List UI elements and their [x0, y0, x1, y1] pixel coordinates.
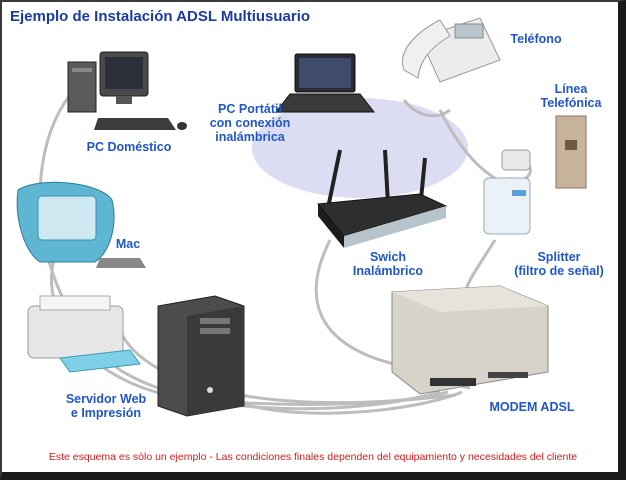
label-servidor: Servidor Web e Impresión [65, 392, 147, 420]
server-tower-icon [157, 295, 245, 417]
label-splitter: Splitter (filtro de señal) [514, 250, 604, 278]
printer-icon [27, 295, 141, 373]
splitter-icon [483, 177, 531, 235]
imac-icon [16, 181, 146, 268]
label-mac: Mac [115, 237, 141, 251]
label-telefono: Teléfono [510, 32, 562, 46]
telephone-icon [401, 17, 501, 118]
diagram-title: Ejemplo de Instalación ADSL Multiusuario [10, 8, 311, 25]
label-linea: Línea Telefónica [540, 82, 602, 110]
label-pc-domestico: PC Doméstico [86, 140, 172, 154]
phone-jack-icon [501, 115, 587, 189]
adsl-modem-icon [391, 285, 549, 395]
wireless-switch-icon [317, 149, 448, 248]
laptop-icon [274, 53, 376, 113]
footer-note: Este esquema es sólo un ejemplo - Las co… [48, 451, 578, 463]
desktop-pc-icon [67, 51, 187, 130]
label-modem: MODEM ADSL [489, 400, 575, 414]
label-pc-portatil: PC Portátil con conexión inalámbrica [209, 102, 291, 144]
wireless-zone [252, 98, 468, 198]
label-swich: Swich Inalámbrico [352, 250, 424, 278]
